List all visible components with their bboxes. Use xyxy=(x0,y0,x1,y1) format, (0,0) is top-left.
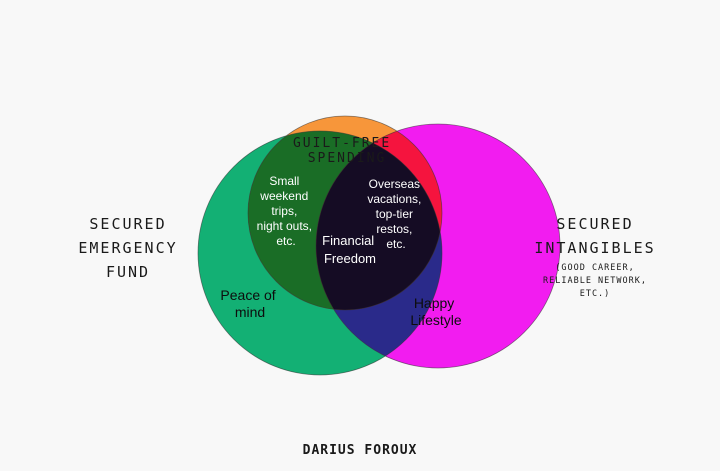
top-circle-label: GUILT-FREE SPENDING xyxy=(293,136,401,166)
secured-emergency-fund-label: SECURED EMERGENCY FUND xyxy=(58,212,198,284)
center-label: Financial Freedom xyxy=(322,233,378,266)
right-label-line: INTANGIBLES xyxy=(534,239,656,257)
right-note-line: ETC.) xyxy=(579,289,611,299)
left-label-line: EMERGENCY xyxy=(78,239,178,257)
right-label-note: (GOOD CAREER, RELIABLE NETWORK, ETC.) xyxy=(515,262,675,301)
left-circle-label: Peace of mind xyxy=(220,287,279,320)
right-label-line: SECURED xyxy=(556,215,634,233)
right-note-line: (GOOD CAREER, xyxy=(555,263,635,273)
right-circle-label: Happy Lifestyle xyxy=(410,295,462,328)
secured-intangibles-label: SECURED INTANGIBLES (GOOD CAREER, RELIAB… xyxy=(515,212,675,301)
right-note-line: RELIABLE NETWORK, xyxy=(543,276,647,286)
top-right-overlap-label: Overseas vacations, top-tier restos, etc… xyxy=(367,177,424,251)
left-label-line: FUND xyxy=(105,263,151,281)
top-left-overlap-label: Small weekend trips, night outs, etc. xyxy=(257,174,316,248)
left-label-line: SECURED xyxy=(89,215,167,233)
author-signature: DARIUS FOROUX xyxy=(302,443,418,458)
